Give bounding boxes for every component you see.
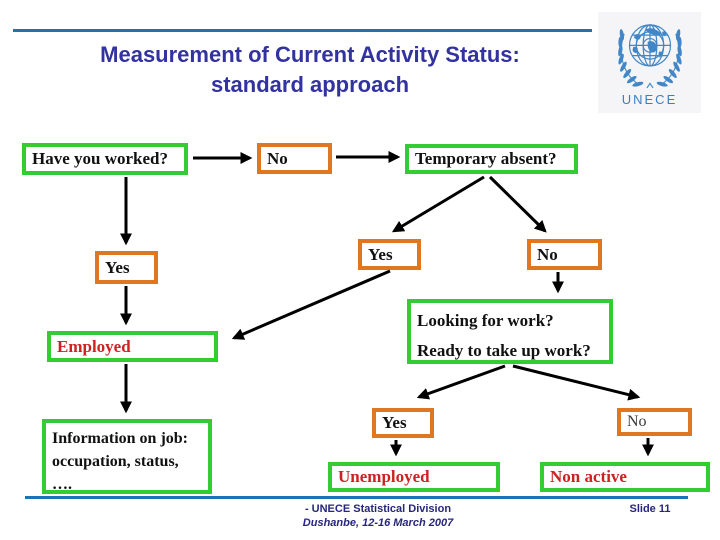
flow-box-label: Have you worked? bbox=[32, 149, 168, 168]
flow-box-label-line3: …. bbox=[52, 476, 72, 493]
flow-box-yes-3: Yes bbox=[372, 408, 434, 438]
flow-box-looking-for-work: Looking for work? Ready to take up work? bbox=[407, 299, 613, 364]
flow-box-information-on-job: Information on job: occupation, status, … bbox=[42, 419, 212, 494]
flow-box-yes-1: Yes bbox=[95, 251, 158, 284]
flow-box-unemployed: Unemployed bbox=[328, 462, 500, 492]
unece-logo: UNECE bbox=[598, 12, 701, 113]
flow-box-employed: Employed bbox=[47, 331, 218, 362]
flow-box-label: No bbox=[627, 413, 647, 430]
flow-box-label-line1: Looking for work? bbox=[417, 311, 554, 330]
flow-box-temporary-absent: Temporary absent? bbox=[405, 144, 578, 174]
footer-event: Dushanbe, 12-16 March 2007 bbox=[302, 517, 454, 529]
flow-box-label: No bbox=[537, 244, 558, 264]
flow-box-no-2: No bbox=[527, 239, 602, 270]
flow-box-label: Yes bbox=[368, 244, 393, 264]
logo-caption: UNECE bbox=[621, 92, 678, 107]
flow-box-no-3: No bbox=[617, 408, 692, 436]
slide-title: Measurement of Current Activity Status: … bbox=[30, 40, 590, 100]
flow-box-label-line2: Ready to take up work? bbox=[417, 341, 591, 360]
flow-box-yes-2: Yes bbox=[358, 239, 421, 270]
flow-box-non-active: Non active bbox=[540, 462, 710, 492]
un-emblem-icon bbox=[617, 24, 683, 89]
footer-rule bbox=[25, 496, 688, 499]
flow-box-label: Temporary absent? bbox=[415, 149, 557, 168]
slide-number: Slide 11 bbox=[629, 503, 671, 515]
title-line-1: Measurement of Current Activity Status: bbox=[100, 42, 520, 67]
footer-division: - UNECE Statistical Division bbox=[304, 503, 452, 515]
flow-box-have-you-worked: Have you worked? bbox=[22, 143, 188, 175]
flow-box-label: Yes bbox=[105, 257, 130, 277]
flow-box-label: Unemployed bbox=[338, 467, 430, 486]
flow-box-no-1: No bbox=[257, 143, 332, 174]
title-line-2: standard approach bbox=[210, 72, 410, 97]
flow-box-label-line2: occupation, status, bbox=[52, 453, 179, 470]
footer: - UNECE Statistical Division Dushanbe, 1… bbox=[238, 502, 518, 530]
flow-box-label: Non active bbox=[550, 467, 627, 486]
flow-box-label: No bbox=[267, 148, 288, 168]
flow-box-label-line1: Information on job: bbox=[52, 430, 189, 447]
top-rule bbox=[13, 29, 592, 32]
flow-box-label: Employed bbox=[57, 336, 131, 356]
flow-box-label: Yes bbox=[382, 413, 407, 432]
